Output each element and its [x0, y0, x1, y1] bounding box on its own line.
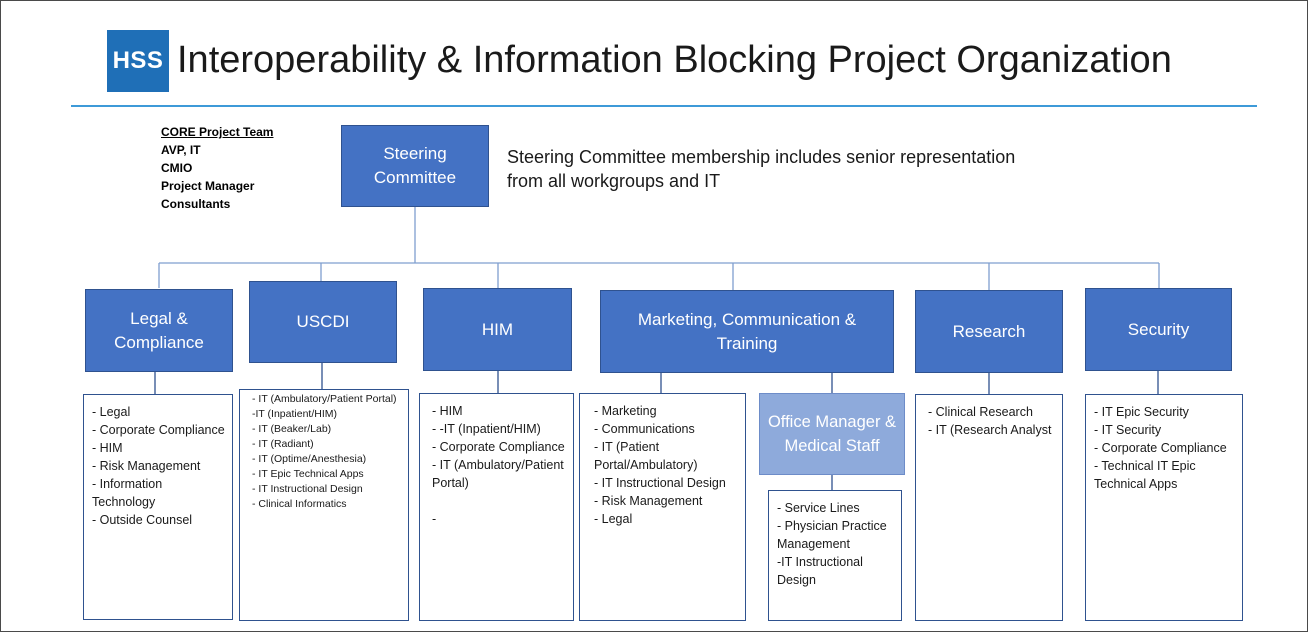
workgroup-security: Security — [1085, 288, 1232, 371]
marketing-communication-training-members: - Marketing - Communications - IT (Patie… — [579, 393, 746, 621]
core-team-heading: CORE Project Team — [161, 125, 274, 139]
title-divider — [71, 105, 1257, 107]
workgroup-label: Marketing, Communication & Training — [637, 309, 857, 353]
workgroup-label: Security — [1127, 319, 1190, 339]
research-members: - Clinical Research - IT (Research Analy… — [915, 394, 1063, 621]
workgroup-label: Research — [952, 321, 1026, 341]
workgroup-uscdi: USCDI — [249, 281, 397, 363]
page-title: Interoperability & Information Blocking … — [177, 39, 1172, 81]
steering-committee-box: Steering Committee — [341, 125, 489, 207]
workgroup-legal-compliance: Legal & Compliance — [85, 289, 233, 372]
security-members: - IT Epic Security - IT Security - Corpo… — [1085, 394, 1243, 621]
core-team-member: Project Manager — [161, 179, 255, 193]
legal-compliance-members: - Legal - Corporate Compliance - HIM - R… — [83, 394, 233, 620]
hss-logo: HSS — [107, 30, 169, 92]
core-team-member: AVP, IT — [161, 143, 201, 157]
workgroup-label: HIM — [481, 319, 514, 339]
core-team-member: Consultants — [161, 197, 231, 211]
workgroup-marketing-communication-training: Marketing, Communication & Training — [600, 290, 894, 373]
steering-committee-label: Steering Committee — [373, 144, 457, 187]
steering-committee-note: Steering Committee membership includes s… — [507, 147, 1016, 191]
subgroup-office-manager-medical-staff: Office Manager & Medical Staff — [759, 393, 905, 475]
workgroup-label: USCDI — [296, 312, 350, 331]
workgroup-him: HIM — [423, 288, 572, 371]
him-members: - HIM - -IT (Inpatient/HIM) - Corporate … — [419, 393, 574, 621]
uscdi-members: - IT (Ambulatory/Patient Portal) -IT (In… — [239, 389, 409, 621]
office-manager-medical-staff-members: - Service Lines - Physician Practice Man… — [768, 490, 902, 621]
workgroup-label: Legal & Compliance — [114, 308, 204, 352]
core-project-team: CORE Project Team AVP, IT CMIO Project M… — [161, 123, 273, 213]
core-team-member: CMIO — [161, 161, 193, 175]
workgroup-research: Research — [915, 290, 1063, 373]
subgroup-label: Office Manager & Medical Staff — [767, 413, 897, 455]
